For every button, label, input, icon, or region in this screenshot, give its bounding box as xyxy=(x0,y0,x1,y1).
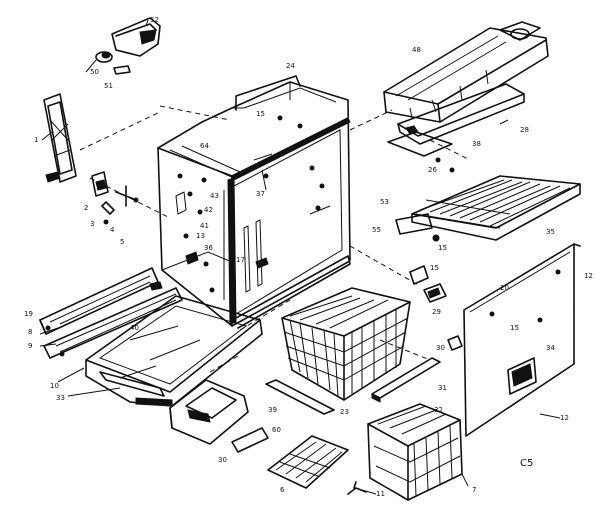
left-side-panels xyxy=(39,267,183,359)
label-52: 52 xyxy=(150,16,159,24)
label-15b: 15 xyxy=(438,244,447,252)
crisper-tray xyxy=(169,379,367,495)
label-50: 50 xyxy=(90,68,99,76)
label-15a: 15 xyxy=(256,110,265,118)
label-1: 1 xyxy=(34,136,38,144)
label-34: 34 xyxy=(546,344,555,352)
label-15c: 15 xyxy=(430,264,439,272)
label-12a: 12 xyxy=(584,272,593,280)
left-bracket-assembly xyxy=(43,93,139,225)
vent-duct-assembly xyxy=(383,21,549,173)
label-42: 42 xyxy=(204,206,213,214)
label-36: 36 xyxy=(204,244,213,252)
corner-code: C5 xyxy=(520,458,533,469)
label-5: 5 xyxy=(120,238,124,246)
label-32: 32 xyxy=(434,406,443,414)
label-23: 23 xyxy=(340,408,349,416)
broiler-drawer xyxy=(85,295,263,407)
label-43: 43 xyxy=(210,192,219,200)
label-40: 40 xyxy=(130,324,139,332)
label-30a: 30 xyxy=(436,344,445,352)
leader-lines xyxy=(79,105,471,373)
label-10: 10 xyxy=(50,382,59,390)
label-51: 51 xyxy=(104,82,113,90)
label-38: 38 xyxy=(472,140,481,148)
oven-cabinet-liner xyxy=(157,75,351,329)
label-29: 29 xyxy=(432,308,441,316)
label-3: 3 xyxy=(90,220,94,228)
label-53: 53 xyxy=(380,198,389,206)
label-8: 8 xyxy=(28,328,32,336)
part-number-labels: 52 50 51 1 2 3 4 5 24 15 64 43 41 42 13 … xyxy=(24,16,593,498)
label-35: 35 xyxy=(546,228,555,236)
label-6: 6 xyxy=(280,486,285,494)
label-33: 33 xyxy=(56,394,65,402)
label-48: 48 xyxy=(412,46,421,54)
label-leaders xyxy=(39,19,561,495)
label-4: 4 xyxy=(110,226,115,234)
label-28: 28 xyxy=(520,126,529,134)
label-64: 64 xyxy=(200,142,209,150)
label-13: 13 xyxy=(196,232,205,240)
label-31: 31 xyxy=(438,384,447,392)
label-19: 19 xyxy=(24,310,33,318)
label-17: 17 xyxy=(236,256,245,264)
label-11: 11 xyxy=(376,490,385,498)
oven-rack-lower xyxy=(367,403,463,501)
trim-bars xyxy=(265,357,441,415)
label-9: 9 xyxy=(28,342,32,350)
top-knob-assembly xyxy=(95,17,161,75)
label-2: 2 xyxy=(84,204,88,212)
label-20: 20 xyxy=(500,284,509,292)
oven-rack-upper xyxy=(395,175,581,242)
label-24: 24 xyxy=(286,62,295,70)
label-39: 39 xyxy=(268,406,277,414)
label-30b: 30 xyxy=(218,456,227,464)
label-12b: 12 xyxy=(560,414,569,422)
wire-basket xyxy=(281,287,411,401)
right-side-panel xyxy=(447,243,581,437)
label-15d: 15 xyxy=(510,324,519,332)
label-55: 55 xyxy=(372,226,381,234)
clips-hardware xyxy=(409,265,447,303)
label-7: 7 xyxy=(472,486,476,494)
label-37: 37 xyxy=(256,190,265,198)
label-60: 60 xyxy=(272,426,281,434)
label-26: 26 xyxy=(428,166,437,174)
label-41: 41 xyxy=(200,222,209,230)
